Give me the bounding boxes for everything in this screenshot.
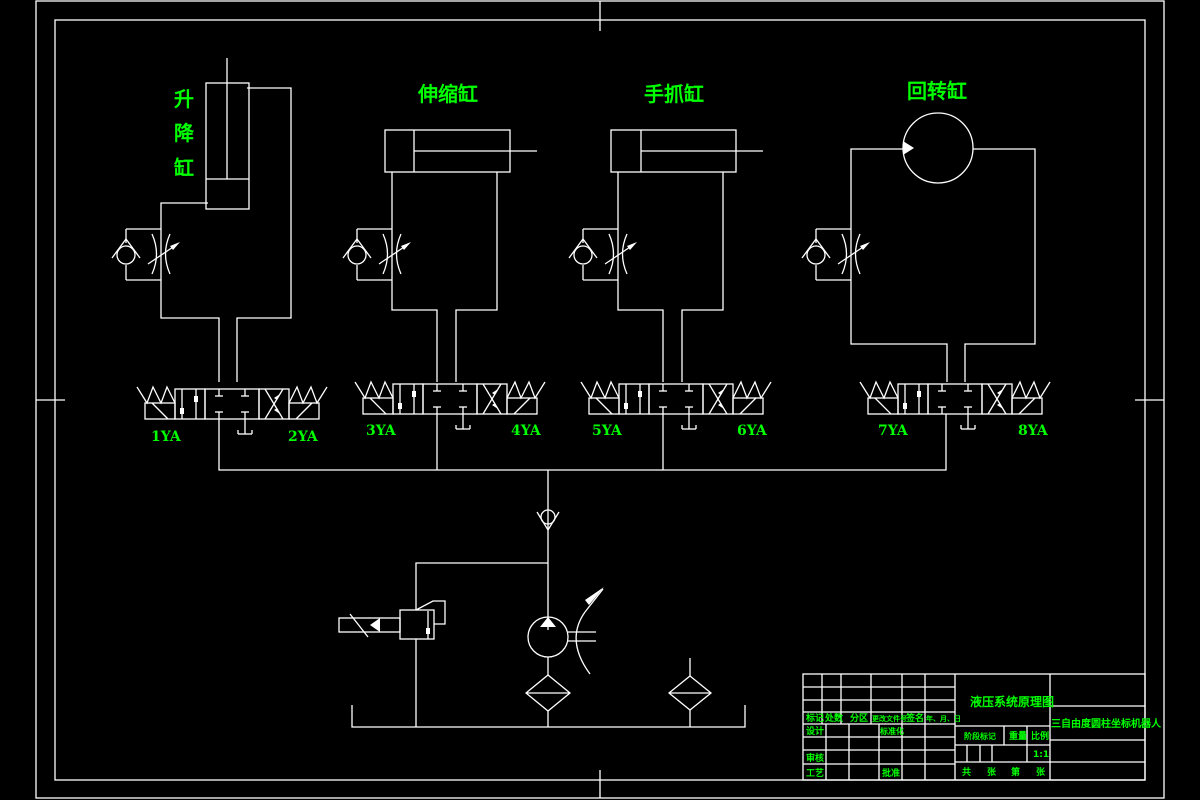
- header-count: 处数: [824, 712, 844, 724]
- pressure-manifold: [218, 414, 947, 630]
- oil-tank: [351, 705, 746, 728]
- solenoid-label-1ya: 1YA: [151, 429, 182, 445]
- header-mark: 标记: [805, 712, 824, 724]
- header-zone: 分区: [850, 712, 868, 724]
- rotary-actuator-label: 回转缸: [907, 79, 967, 103]
- design-label: 设计: [806, 725, 824, 737]
- suction-filter: [524, 674, 572, 727]
- header-signature: 签名: [905, 712, 924, 724]
- drawing-name: 液压系统原理图: [970, 694, 1054, 709]
- header-change-doc: 更改文件号: [872, 714, 907, 723]
- return-filter: [667, 658, 713, 727]
- lift-cylinder-label-3: 缸: [174, 156, 194, 180]
- valve-1: [136, 386, 328, 435]
- header-date: 年、月、日: [926, 714, 961, 723]
- project-name: 三自由度圆柱坐标机器人: [1051, 717, 1162, 730]
- weight-label: 重量: [1009, 730, 1027, 742]
- sheets-unit-2: 张: [1036, 766, 1046, 778]
- valve-2: [354, 381, 546, 430]
- solenoid-label-8ya: 8YA: [1018, 423, 1049, 439]
- lift-cylinder: [111, 58, 292, 382]
- solenoid-label-6ya: 6YA: [737, 423, 768, 439]
- solenoid-label-2ya: 2YA: [288, 429, 319, 445]
- valve-3: [580, 381, 772, 430]
- sheets-total-label: 共: [962, 766, 971, 778]
- lift-cylinder-label-1: 升: [174, 87, 194, 111]
- valve-4: [859, 381, 1051, 430]
- hydraulic-pump: [527, 587, 604, 675]
- extend-cylinder: [342, 129, 537, 382]
- lift-cylinder-label-2: 降: [174, 121, 195, 145]
- scale-label: 比例: [1031, 730, 1049, 742]
- solenoid-label-7ya: 7YA: [878, 423, 909, 439]
- standardization-label: 标准化: [879, 726, 904, 736]
- review-label: 审核: [806, 752, 824, 764]
- title-block: [802, 673, 1146, 781]
- relief-valve: [338, 562, 548, 727]
- main-check-valve: [536, 509, 560, 532]
- solenoid-label-5ya: 5YA: [592, 423, 623, 439]
- gripper-cylinder: [568, 129, 763, 382]
- sheet-number-label: 第: [1011, 766, 1020, 778]
- solenoid-label-3ya: 3YA: [366, 423, 397, 439]
- gripper-cylinder-label: 手抓缸: [644, 82, 704, 106]
- stage-mark-label: 阶段标记: [964, 731, 996, 741]
- sheets-unit-1: 张: [987, 766, 997, 778]
- solenoid-label-4ya: 4YA: [511, 423, 542, 439]
- scale-value: 1:1: [1033, 750, 1049, 760]
- extend-cylinder-label: 伸缩缸: [417, 82, 478, 106]
- rotary-actuator: [801, 112, 1036, 382]
- approve-label: 批准: [882, 767, 900, 779]
- process-label: 工艺: [806, 767, 824, 779]
